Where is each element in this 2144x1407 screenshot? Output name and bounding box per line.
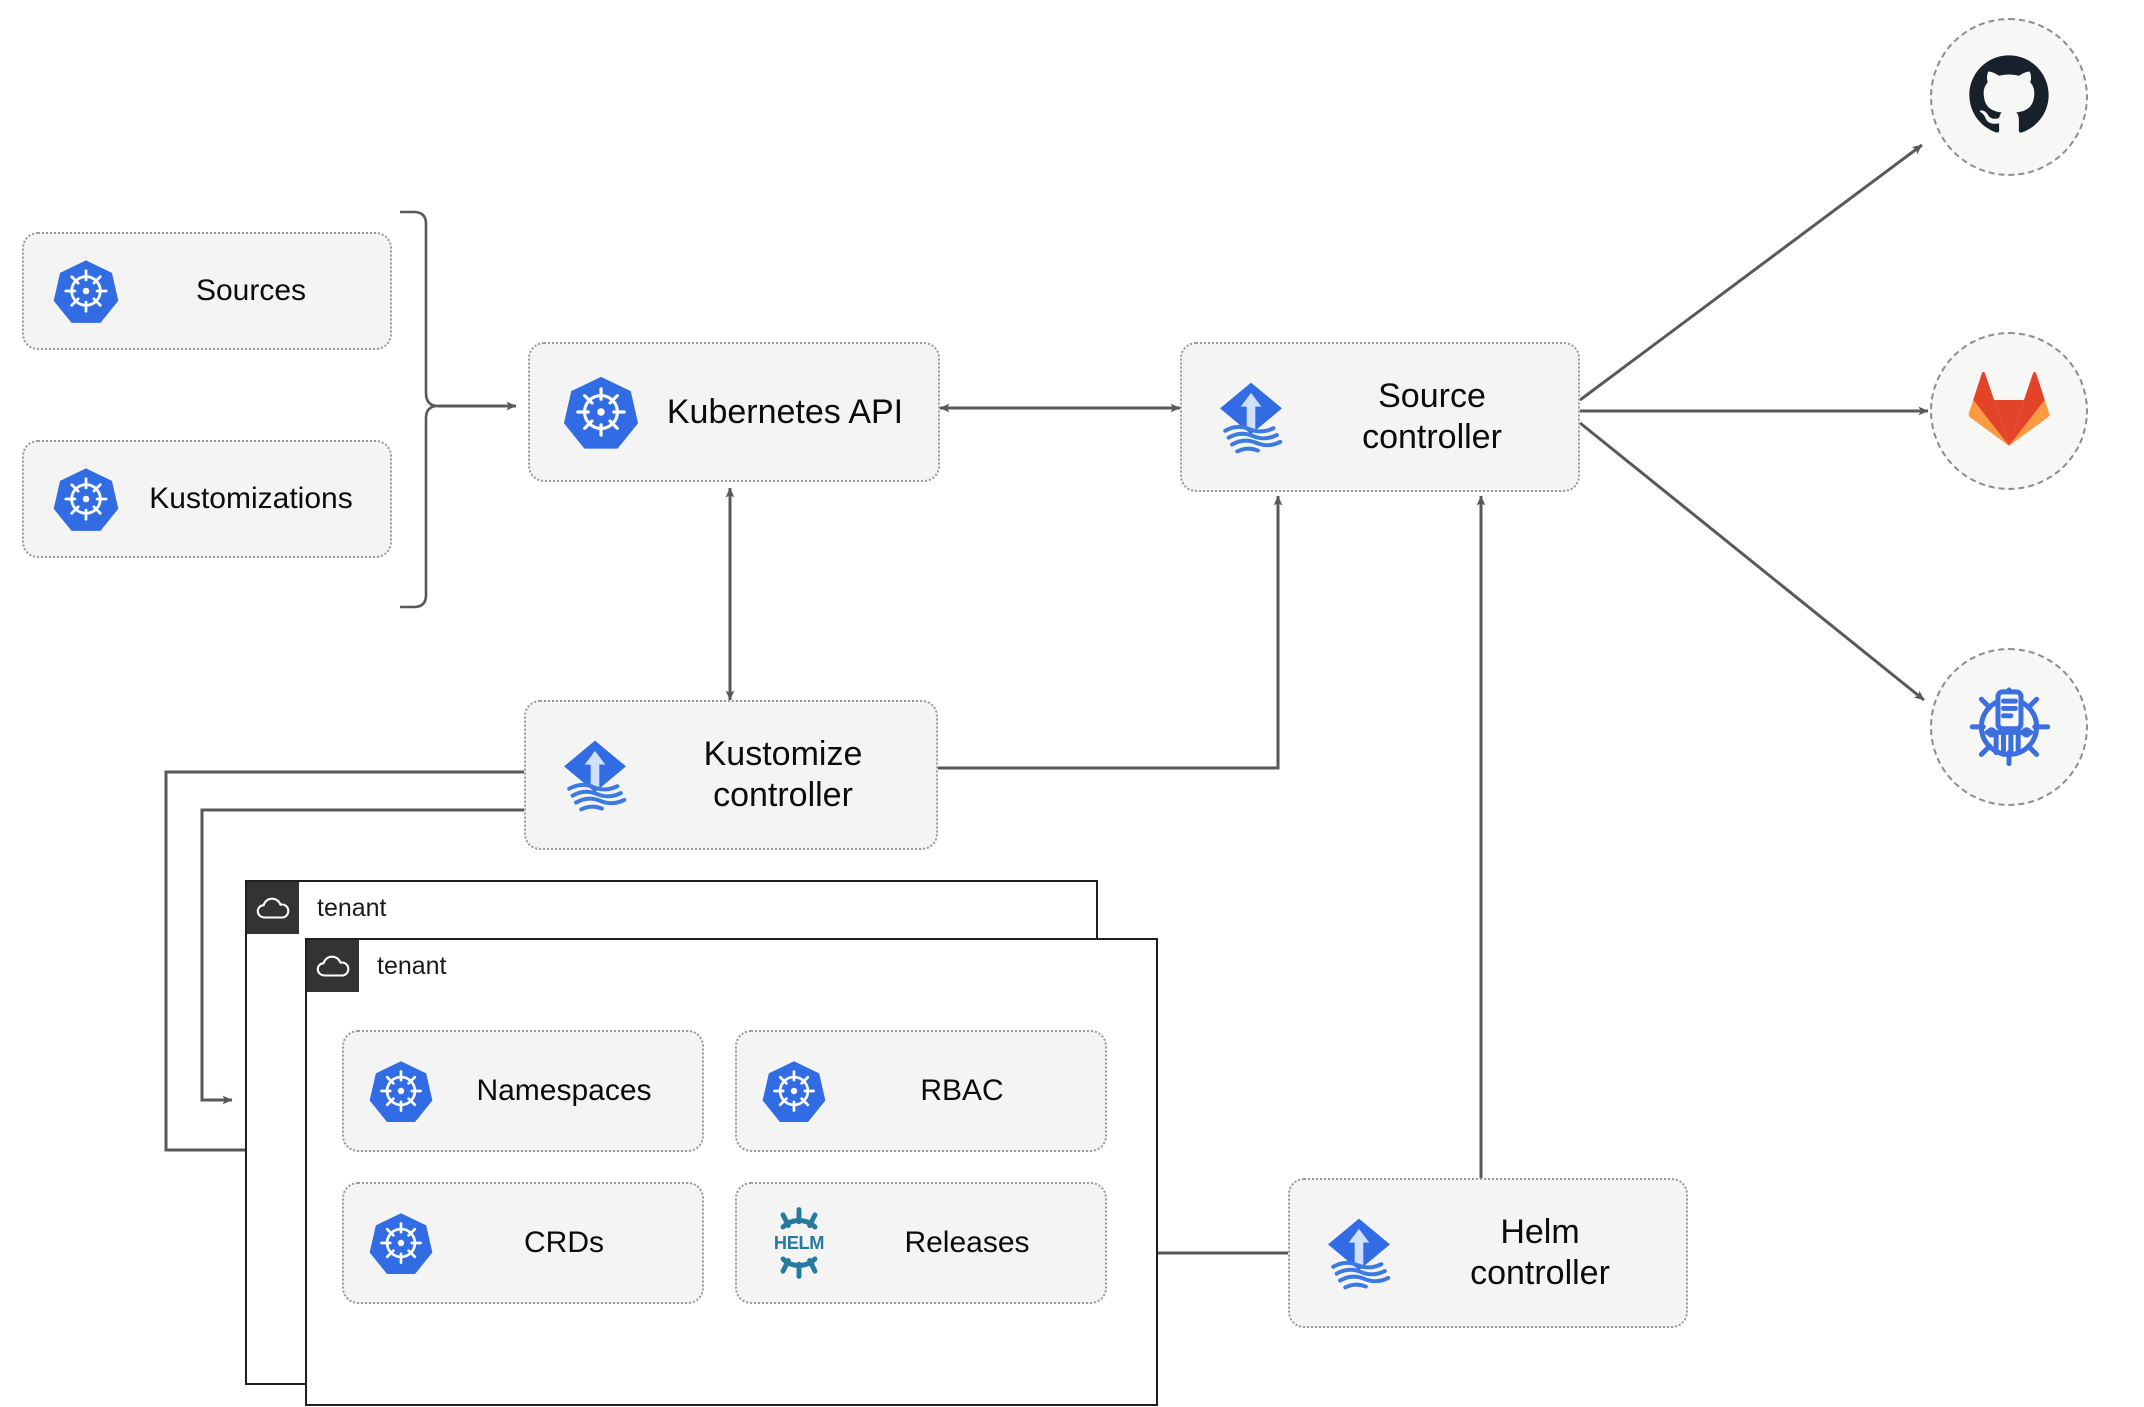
node-label: RBAC [920,1074,1004,1107]
node-sources[interactable]: Sources [22,232,392,350]
repo-node-gitlab[interactable] [1930,332,2088,490]
node-kustomize-controller[interactable]: Kustomize controller [524,700,938,850]
node-label: Sources [195,274,307,307]
node-source-controller[interactable]: Source controller [1180,342,1580,492]
node-rbac[interactable]: RBAC [735,1030,1107,1152]
node-label: Namespaces [476,1074,652,1107]
flux-icon [552,732,638,818]
node-kubernetes-api[interactable]: Kubernetes API [528,342,940,482]
node-label: Releases [904,1226,1030,1259]
kubernetes-icon [761,1058,827,1124]
kubernetes-icon [368,1058,434,1124]
kubernetes-icon [52,257,120,325]
tenant-container-inner: tenant [305,938,1158,1406]
node-label: CRDs [524,1226,604,1259]
repo-node-helm-repository[interactable] [1930,648,2088,806]
kubernetes-icon [52,465,120,533]
node-crds[interactable]: CRDs [342,1182,704,1304]
flux-icon [1208,374,1294,460]
kubernetes-icon [368,1210,434,1276]
kubernetes-icon [562,373,640,451]
node-helm-controller[interactable]: Helm controller [1288,1178,1688,1328]
flux-icon [1316,1210,1402,1296]
node-label: Kustomize controller [703,735,863,814]
gitlab-icon [1968,370,2050,453]
node-label: Helm controller [1470,1213,1610,1292]
svg-text:HELM: HELM [774,1232,824,1253]
helm-repository-icon [1963,679,2055,776]
edge-kustomize-controller-source-controller [938,495,1283,770]
cloud-icon [247,882,299,934]
tenant-title: tenant [377,951,447,980]
github-icon [1966,52,2052,143]
node-label: Kubernetes API [666,392,904,431]
node-label: Kustomizations [149,482,353,515]
node-releases[interactable]: HELM Releases [735,1182,1107,1304]
edge-source-controller-helm-repository [1579,421,1925,702]
tenant-title: tenant [317,893,387,922]
tenant-header: tenant [247,882,387,934]
helm-icon: HELM [761,1205,837,1281]
node-kustomizations[interactable]: Kustomizations [22,440,392,558]
node-namespaces[interactable]: Namespaces [342,1030,704,1152]
repo-node-github[interactable] [1930,18,2088,176]
tenant-header: tenant [307,940,447,992]
edge-sources-bracket [400,210,439,609]
edge-source-controller-github [1579,143,1923,402]
cloud-icon [307,940,359,992]
node-label: Source controller [1362,377,1502,456]
